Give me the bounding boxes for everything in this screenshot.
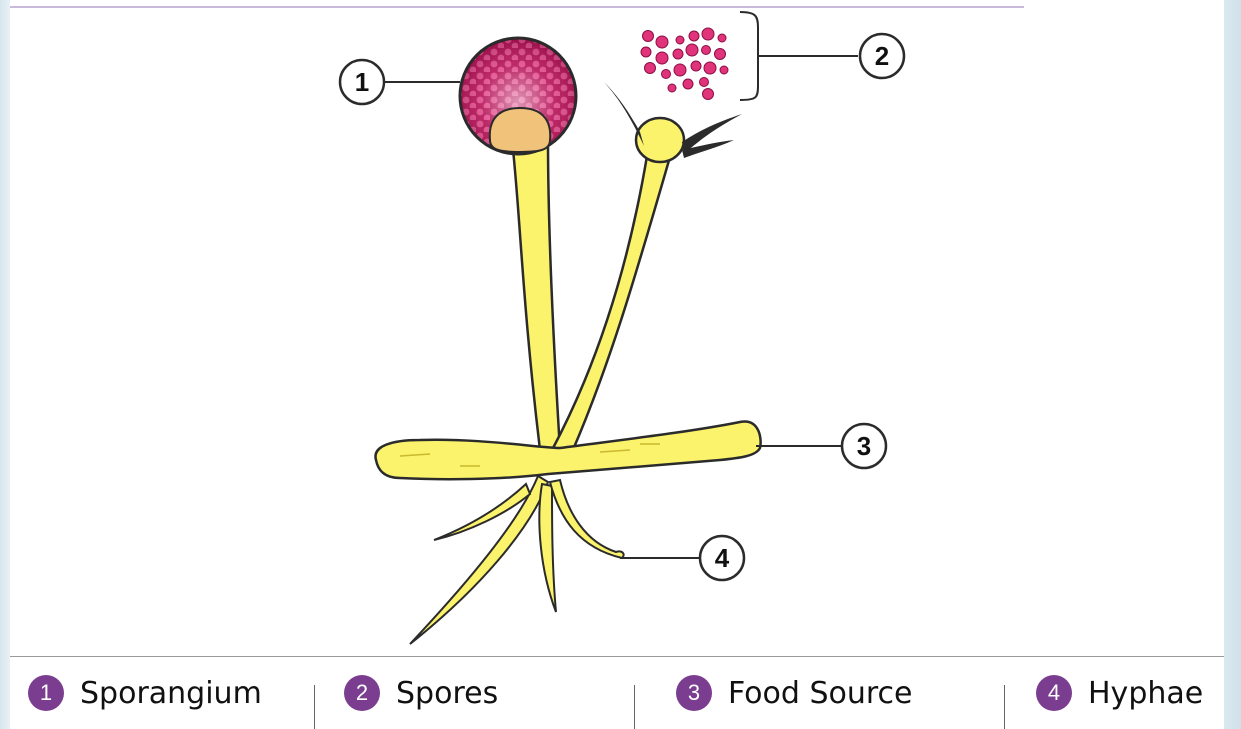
legend-badge-2: 2 bbox=[344, 675, 380, 711]
legend-separator bbox=[1004, 685, 1005, 729]
spores-cluster bbox=[641, 28, 728, 100]
legend-badge-4: 4 bbox=[1036, 675, 1072, 711]
callout-2-number: 2 bbox=[875, 41, 889, 71]
legend-separator bbox=[634, 685, 635, 729]
callout-2: 2 bbox=[860, 34, 904, 78]
legend-label-hyphae: Hyphae bbox=[1088, 676, 1203, 711]
left-sporangiophore bbox=[512, 140, 560, 450]
legend: 1 Sporangium 2 Spores 3 Food Source 4 Hy… bbox=[10, 656, 1224, 729]
callout-4: 4 bbox=[700, 536, 744, 580]
callout-3-number: 3 bbox=[857, 431, 871, 461]
callout-3: 3 bbox=[842, 424, 886, 468]
callout-1-number: 1 bbox=[355, 67, 369, 97]
legend-label-sporangium: Sporangium bbox=[80, 676, 262, 711]
legend-item-sporangium: 1 Sporangium bbox=[28, 671, 262, 715]
legend-separator bbox=[314, 685, 315, 729]
legend-item-hyphae: 4 Hyphae bbox=[1036, 671, 1203, 715]
callout-4-number: 4 bbox=[715, 543, 730, 573]
spores-bracket bbox=[740, 12, 758, 100]
legend-item-food-source: 3 Food Source bbox=[676, 671, 913, 715]
right-sporangiophore bbox=[552, 150, 672, 452]
burst-sporangium-head bbox=[636, 118, 684, 162]
legend-badge-1: 1 bbox=[28, 675, 64, 711]
callout-1: 1 bbox=[340, 60, 384, 104]
columella bbox=[490, 108, 550, 152]
legend-label-spores: Spores bbox=[396, 676, 498, 711]
legend-label-food-source: Food Source bbox=[728, 676, 913, 711]
rhizoid-main bbox=[410, 476, 548, 644]
legend-item-spores: 2 Spores bbox=[344, 671, 498, 715]
rhizoid-center bbox=[539, 484, 556, 612]
legend-badge-3: 3 bbox=[676, 675, 712, 711]
rhizoid-right bbox=[550, 480, 624, 558]
rhizopus-diagram: 1 2 3 4 bbox=[0, 0, 1241, 656]
